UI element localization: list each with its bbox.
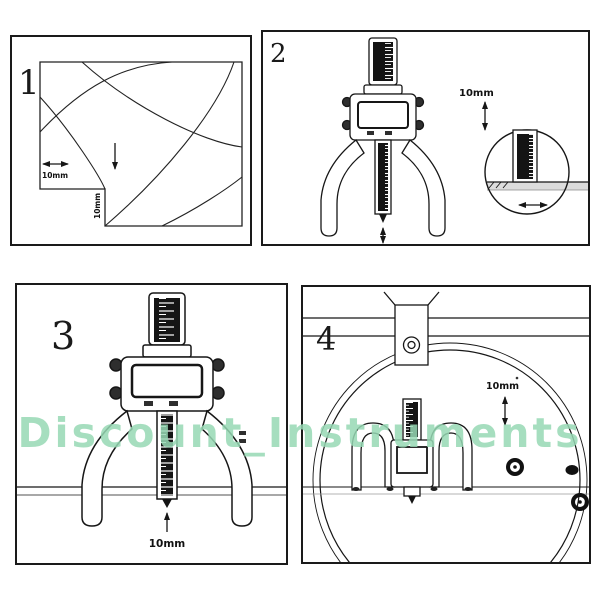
dimension-label: 10mm: [486, 381, 519, 392]
thumb-knob: [211, 386, 225, 400]
bracket-plate: [394, 304, 429, 366]
router-plate-circle: [319, 349, 581, 562]
left-leg: [320, 139, 365, 237]
left-leg: [81, 409, 133, 527]
thumb-knob: [211, 358, 225, 372]
dimension-arrows: [42, 143, 118, 170]
foot-pad: [352, 487, 360, 491]
lcd-screen: [396, 446, 428, 474]
bracket-bolt-inner: [407, 340, 416, 350]
panel-1: 1 10mm 10mm: [10, 35, 252, 246]
dimension-label-vertical: 10mm: [93, 193, 102, 219]
lcd-screen: [130, 363, 204, 399]
curve-line: [39, 96, 106, 190]
small-dot: [515, 376, 519, 380]
foot-pad: [430, 487, 438, 491]
right-handle-loop: [429, 422, 473, 491]
curve-line: [81, 61, 243, 148]
button: [367, 131, 374, 135]
panel-4-number: 4: [316, 320, 336, 358]
clamp-detail: [239, 439, 246, 443]
table-edge: [487, 182, 588, 190]
bracket-diagonal: [427, 291, 440, 306]
curve-line: [161, 176, 243, 227]
left-handle-loop: [351, 422, 395, 491]
panel-2: 2 10mm: [261, 30, 590, 246]
dimension-label: 10mm: [149, 538, 186, 550]
bracket-bolt-outer: [402, 336, 421, 354]
gauge-drawing: [81, 292, 253, 527]
panel-4-artwork: 4 10mm: [303, 291, 589, 562]
center-column-scale: [161, 414, 173, 496]
panel-2-artwork: 2 10mm: [270, 37, 588, 244]
top-scale: [373, 42, 393, 81]
mini-column-scale: [406, 402, 418, 437]
panel-4: 4 10mm: [301, 285, 591, 564]
dimension-label: 10mm: [459, 88, 494, 99]
surface-hatching: [488, 181, 509, 189]
fence-lines: [303, 317, 589, 337]
ring-hole: [506, 458, 524, 476]
fence-bracket: [383, 291, 440, 366]
button: [169, 401, 178, 406]
button: [385, 131, 392, 135]
mounting-holes: [506, 376, 589, 511]
workpiece-outline: [39, 61, 243, 227]
gauge-drawing: [320, 37, 446, 237]
top-scale: [154, 298, 180, 342]
zoom-detail: [484, 129, 588, 215]
dimension-label-horizontal: 10mm: [42, 171, 68, 180]
workpiece-drawing: [39, 61, 243, 227]
right-leg: [201, 409, 253, 527]
collar: [363, 84, 403, 95]
thumb-knob: [109, 358, 123, 372]
panel-3-artwork: 3 10mm: [17, 292, 286, 550]
thumb-knob: [109, 386, 123, 400]
router-plate-rim: [312, 342, 588, 562]
ring-hole-center: [578, 500, 582, 504]
ring-hole-center: [513, 465, 517, 469]
center-column-scale: [378, 143, 388, 211]
solid-hole: [565, 465, 579, 475]
bracket-diagonal: [383, 291, 396, 306]
probe-tip: [162, 499, 172, 508]
ring-hole: [571, 493, 589, 511]
curve-line: [39, 61, 173, 133]
right-leg: [401, 139, 446, 237]
collar: [142, 344, 192, 358]
lcd-screen: [357, 101, 409, 129]
probe-tip: [408, 496, 416, 504]
gauge-front-view: [351, 398, 473, 504]
base-foot: [403, 486, 421, 497]
panel-2-number: 2: [270, 39, 287, 69]
curve-line: [104, 61, 235, 227]
probe-tip: [379, 214, 387, 223]
panel-1-artwork: 1 10mm 10mm: [18, 61, 243, 227]
panel-3-number: 3: [51, 314, 75, 358]
button: [144, 401, 153, 406]
panel-3: 3 10mm: [15, 283, 288, 565]
foot-pad: [464, 487, 472, 491]
clamp-detail: [239, 431, 246, 435]
panel-1-number: 1: [18, 63, 40, 103]
foot-pad: [386, 487, 394, 491]
depth-bar-scale: [517, 134, 533, 179]
